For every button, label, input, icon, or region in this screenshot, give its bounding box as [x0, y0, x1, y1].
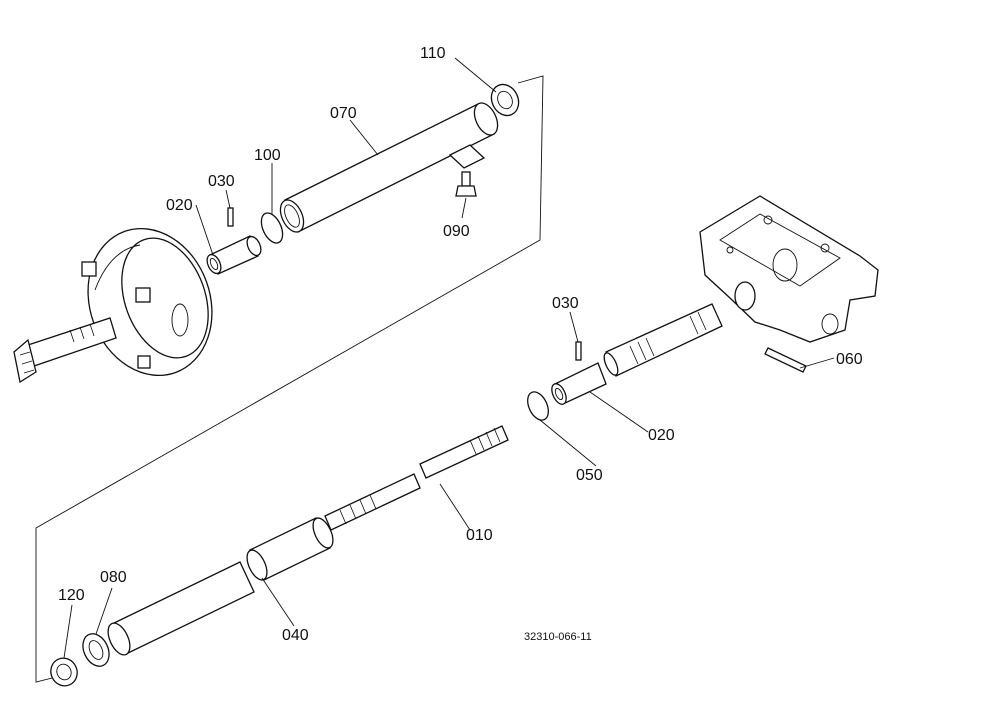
callout-120: 120	[58, 587, 85, 604]
callout-060: 060	[836, 351, 863, 368]
pin-030-lower	[575, 341, 582, 361]
lower-tube	[107, 561, 255, 656]
pin-030-upper	[227, 207, 234, 227]
splined-shaft-end	[603, 303, 723, 377]
callout-030-lower: 030	[552, 295, 579, 312]
shaft-010	[324, 425, 509, 531]
gear-case	[699, 195, 879, 343]
pinion-gear	[13, 317, 117, 384]
coupling-020-lower	[551, 362, 607, 405]
callout-010: 010	[466, 527, 493, 544]
bolt-090	[455, 171, 477, 197]
leader-lines	[63, 57, 835, 659]
o-ring-050	[527, 391, 549, 421]
callout-040: 040	[282, 627, 309, 644]
o-ring-100	[260, 212, 284, 244]
sleeve-040	[246, 517, 334, 581]
callout-labels: 110 070 100 030 020 090 030 060 020 050 …	[58, 45, 863, 644]
callout-030-upper: 030	[208, 173, 235, 190]
seal-080	[82, 633, 110, 667]
assembly-frame	[35, 75, 544, 683]
seal-120	[50, 657, 78, 687]
callout-090: 090	[443, 223, 470, 240]
callout-100: 100	[254, 147, 281, 164]
pin-060	[764, 347, 807, 373]
callout-080: 080	[100, 569, 127, 586]
callout-050: 050	[576, 467, 603, 484]
callout-020-lower: 020	[648, 427, 675, 444]
seal-110	[490, 83, 520, 117]
diagram-code: 32310-066-11	[524, 631, 592, 643]
tube-070	[279, 102, 499, 233]
flange-housing	[81, 227, 213, 377]
callout-020-upper: 020	[166, 197, 193, 214]
callout-070: 070	[330, 105, 357, 122]
callout-110: 110	[420, 45, 446, 62]
coupling-020-upper	[206, 235, 262, 275]
